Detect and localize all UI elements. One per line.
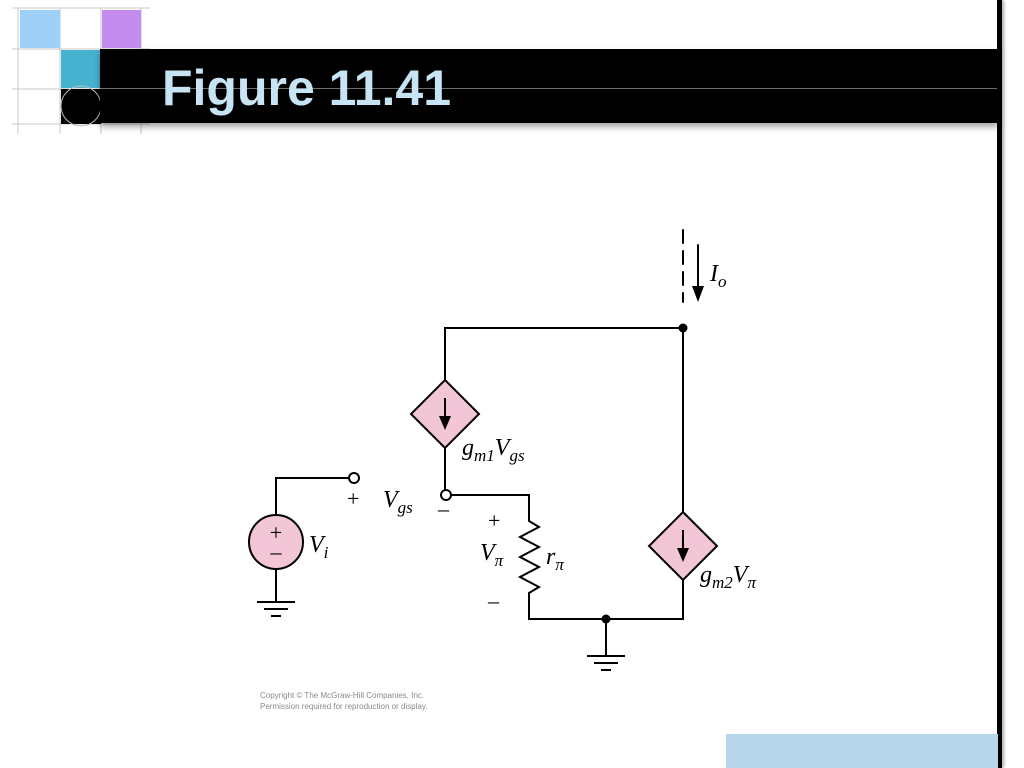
vgs-minus: – — [437, 496, 450, 521]
gm1-label: gm1Vgs — [462, 435, 525, 465]
vgs-label: Vgs — [383, 487, 413, 517]
gm1-arrow-head — [439, 416, 451, 430]
deco-black-square — [61, 89, 101, 124]
ground-symbol-center — [587, 655, 625, 671]
copyright-line-1: Copyright © The McGraw-Hill Companies, I… — [260, 691, 425, 700]
vpi-label: Vπ — [480, 540, 504, 570]
top-wire — [444, 327, 684, 381]
deco-teal-square — [61, 50, 101, 88]
copyright-notice: Copyright © The McGraw-Hill Companies, I… — [260, 690, 427, 712]
vi-label: Vi — [309, 532, 329, 562]
vi-source-plus: + — [270, 520, 282, 545]
gm2-label: gm2Vπ — [700, 562, 756, 592]
io-label: Io — [709, 261, 727, 291]
bottom-accent-bar — [726, 734, 998, 768]
bottom-wire — [528, 579, 684, 620]
output-node — [678, 323, 688, 333]
gm2-arrow-head — [677, 548, 689, 562]
r-pi-resistor — [517, 520, 542, 594]
r-pi-label: rπ — [546, 544, 564, 574]
corner-decoration — [12, 7, 150, 134]
io-arrow-head — [692, 286, 704, 302]
vi-top-wire — [275, 477, 350, 516]
copyright-line-2: Permission required for reproduction or … — [260, 702, 428, 711]
title-rule — [100, 88, 998, 89]
vgs-plus: + — [347, 486, 359, 511]
vgs-terminal — [440, 489, 452, 501]
right-edge-rule — [997, 0, 1002, 768]
vgs-wire — [450, 494, 530, 522]
deco-purple-square — [102, 10, 141, 48]
deco-blue-square — [20, 10, 60, 48]
ground-node — [601, 614, 611, 624]
vpi-minus: – — [487, 588, 500, 613]
slide-title: Figure 11.41 — [162, 60, 452, 116]
vi-voltage-source — [248, 514, 304, 570]
vi-source-minus: – — [270, 539, 283, 564]
ground-symbol-left — [257, 601, 295, 617]
title-bar — [100, 49, 998, 123]
vi-terminal — [348, 472, 360, 484]
vpi-plus: + — [488, 508, 500, 533]
